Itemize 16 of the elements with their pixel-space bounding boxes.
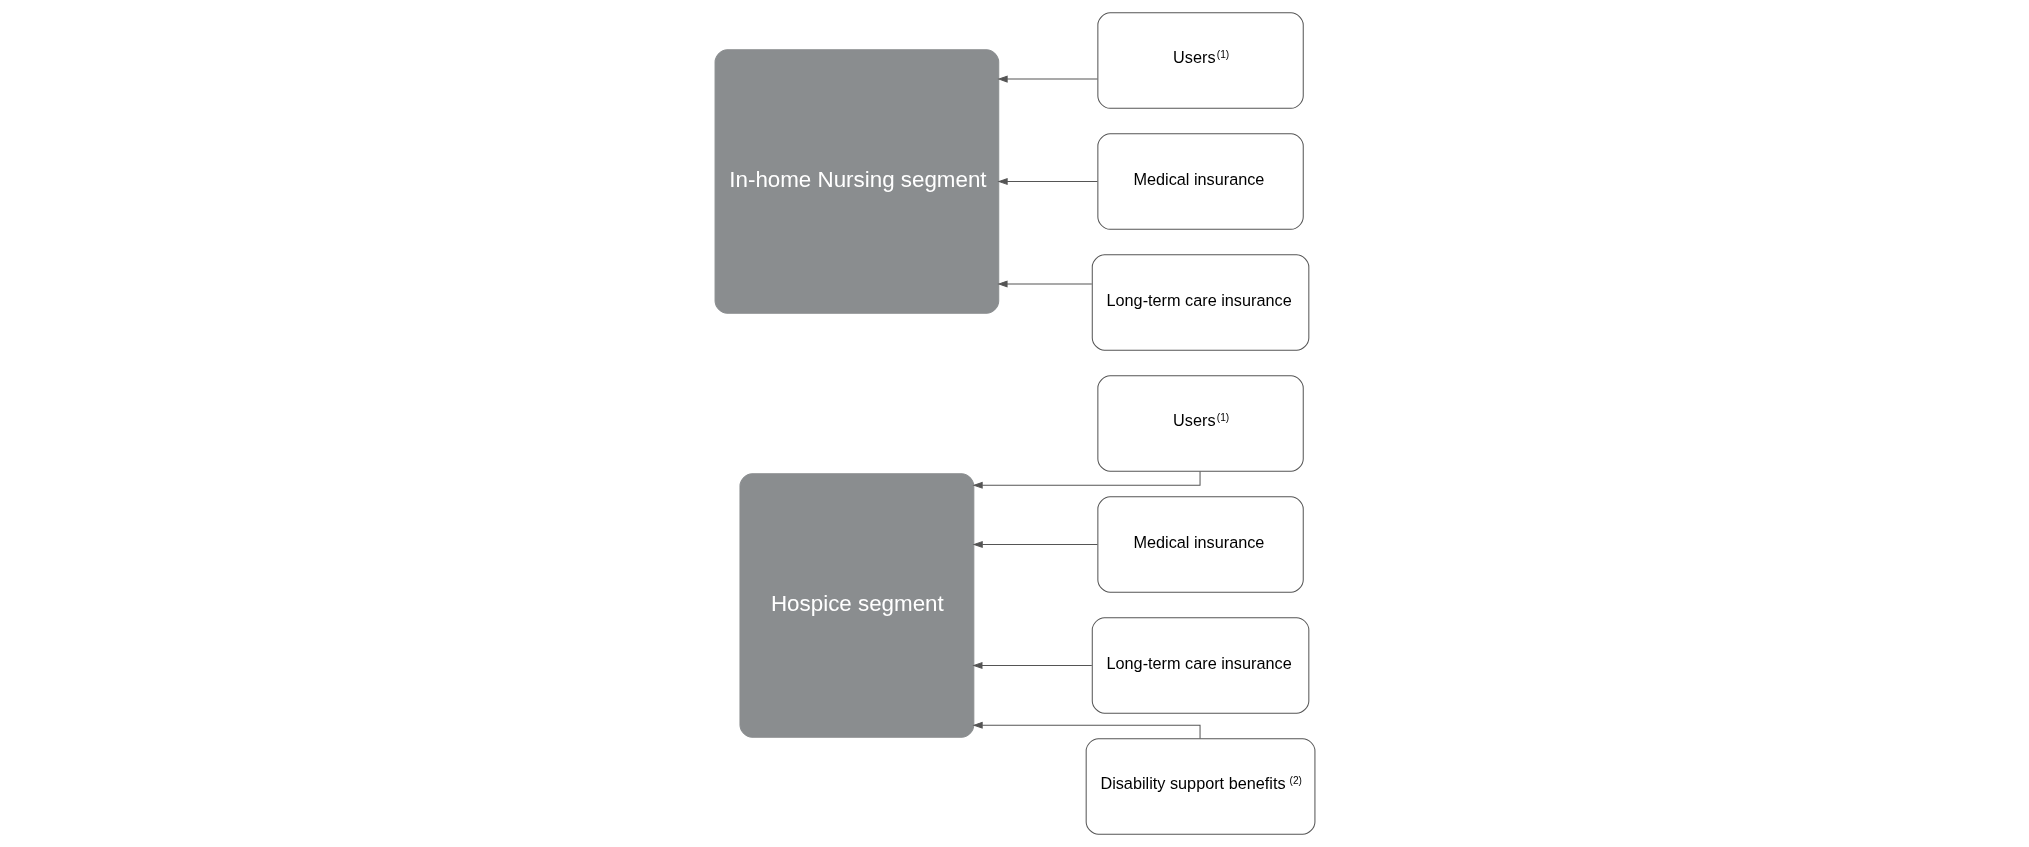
node-box: Long-term care insurance	[1091, 254, 1309, 351]
node-box: Medical insurance	[1096, 133, 1304, 230]
arrow	[972, 471, 1201, 489]
arrow	[972, 540, 1098, 549]
node-box: In-home Nursing segment	[714, 49, 999, 314]
arrow	[996, 280, 1092, 288]
node-box: Users$^{(1)}$	[1096, 12, 1304, 109]
arrow	[996, 177, 1098, 186]
node-box: Medical insurance	[1096, 496, 1304, 593]
node-box: Disability support benefits$^{(2)}$	[1085, 738, 1315, 835]
arrow	[996, 75, 1098, 83]
node-box: Users$^{(1)}$	[1096, 375, 1304, 472]
arrow	[971, 661, 1092, 670]
arrow	[972, 721, 1201, 739]
node-box: Long-term care insurance	[1091, 617, 1309, 714]
node-box: Hospice segment	[738, 473, 974, 738]
